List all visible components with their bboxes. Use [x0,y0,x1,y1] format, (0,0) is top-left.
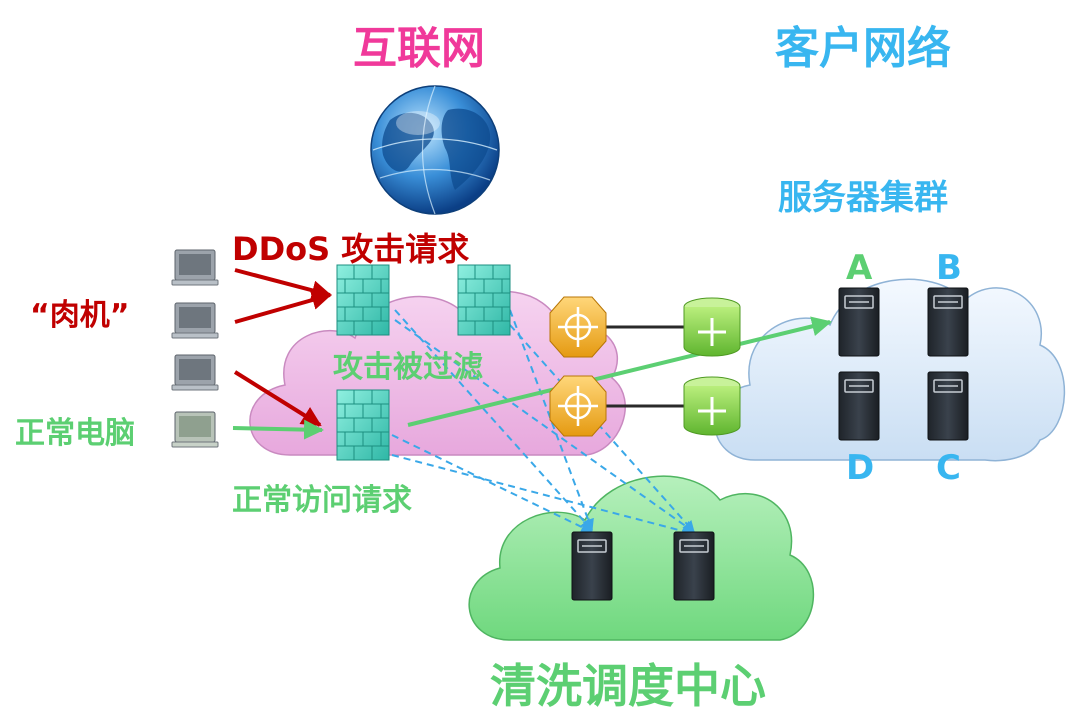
attack-arrows [233,268,332,427]
server-c-label: C [936,448,961,488]
scrub-center-label: 清洗调度中心 [490,659,766,713]
zombie-label: “肉机” [30,298,130,333]
customer-network-title: 客户网络 [775,23,951,74]
server-icon [838,371,880,441]
laptop-icon [171,249,219,286]
server-icon [838,287,880,357]
server-a-label: A [846,248,873,288]
normal-request-label: 正常访问请求 [232,483,412,518]
server-d-label: D [846,448,875,488]
laptop-icon [171,411,219,448]
router-icon [683,297,741,357]
ddos-request-label: DDoS 攻击请求 [232,230,470,268]
scrub-cloud [468,475,815,641]
customer-cloud [714,278,1066,462]
firewall-icon [457,264,511,336]
router-icon [683,376,741,436]
globe-icon [370,85,500,215]
router-icon [549,375,607,437]
forward-to-server-arrow [407,316,832,427]
normal-pc-label: 正常电脑 [15,416,135,451]
firewall-icon [336,264,390,336]
server-icon [927,371,969,441]
scrub-dashed-links [391,309,696,538]
server-icon [571,531,613,601]
router-icon [549,296,607,358]
laptop-icon [171,302,219,339]
normal-request-arrow [232,419,324,440]
internet-title: 互联网 [353,23,485,74]
server-cluster-label: 服务器集群 [778,178,948,218]
server-icon [673,531,715,601]
server-b-label: B [936,248,962,288]
firewall-icon [336,389,390,461]
attack-filtered-label: 攻击被过滤 [333,350,483,385]
server-icon [927,287,969,357]
laptop-icon [171,354,219,391]
